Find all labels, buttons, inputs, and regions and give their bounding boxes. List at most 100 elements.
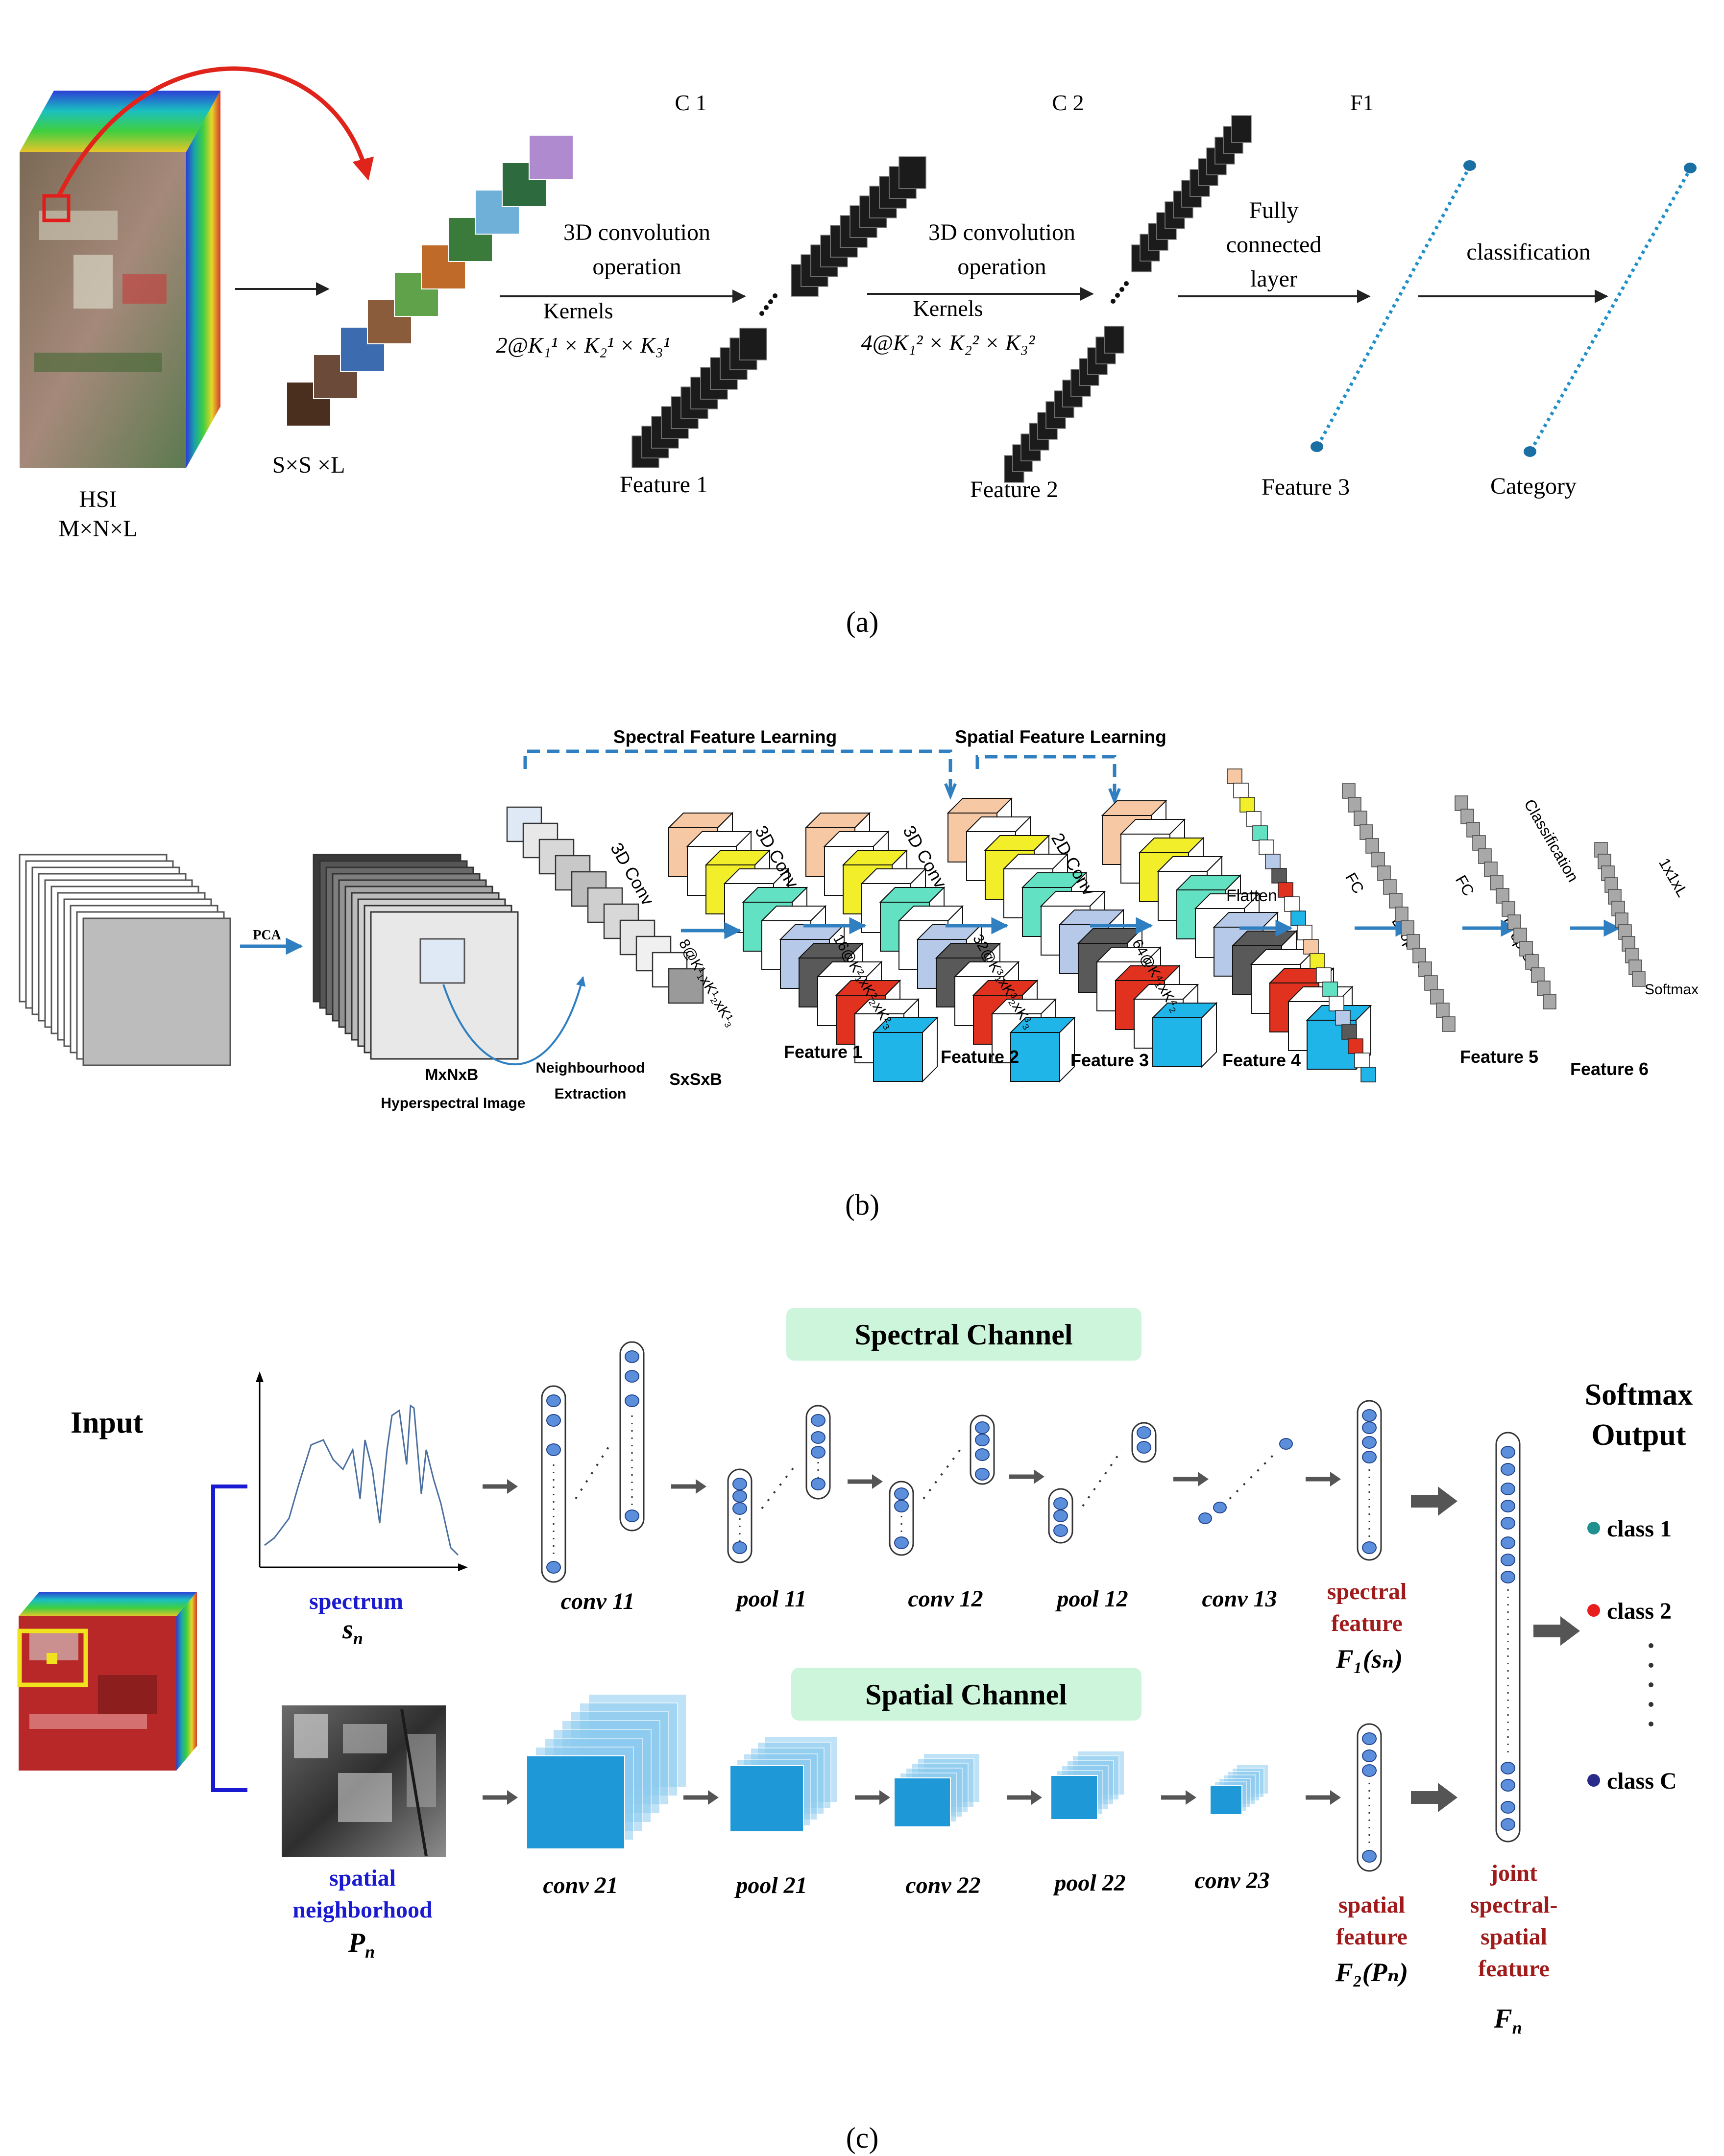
panel-b: PCA MxNxB Hyperspectral Image Neighbourh… (19, 727, 1699, 1221)
neuron-dot (811, 1478, 826, 1490)
neuron-dot (1198, 1512, 1212, 1524)
fc-cell (1537, 981, 1551, 996)
conv23-label: conv 23 (1194, 1868, 1269, 1893)
neuron-dot (625, 1370, 639, 1383)
feature-map (898, 156, 926, 189)
fc-cell (1472, 835, 1486, 851)
flow-arrow-head (1031, 1790, 1042, 1805)
mxnxb-label: MxNxB (425, 1066, 478, 1083)
spatial-channel-box (791, 1668, 1141, 1721)
feature-block-layer (729, 1765, 804, 1832)
feature2-label-b: Feature 2 (941, 1047, 1019, 1067)
flatten-cell (1303, 939, 1319, 955)
fc-cell (1418, 961, 1432, 977)
cube-front (1152, 1017, 1202, 1067)
neuron-dot (1501, 1762, 1515, 1774)
conv1-text-line1: 3D convolution (563, 219, 710, 245)
spatial-label-line2: neighborhood (292, 1897, 433, 1923)
fc-cell (1496, 888, 1509, 904)
pool21-label: pool 21 (734, 1872, 807, 1898)
neuron-dot (1362, 1764, 1377, 1777)
neuron-dot (1501, 1446, 1515, 1459)
fc-cell (1513, 928, 1527, 943)
classification-label-a: classification (1466, 239, 1590, 265)
pn-subscript: n (365, 1942, 375, 1962)
fc-cell (1348, 797, 1361, 813)
sn-label: sn (342, 1614, 363, 1648)
neuron-dot (975, 1434, 990, 1446)
conv-stage-2 (804, 812, 1076, 1083)
feature1-maps (631, 156, 926, 468)
flatten-cell (1278, 882, 1293, 898)
flatten-cell (1354, 1053, 1370, 1068)
flow-arrow-head (696, 1479, 706, 1494)
pool11-label: pool 11 (735, 1586, 807, 1612)
spectral-channel-label: Spectral Channel (854, 1318, 1072, 1351)
fc-text-line3: layer (1250, 266, 1297, 292)
hsi-dims-label: M×N×L (59, 516, 138, 542)
flatten-cell (1329, 996, 1344, 1011)
pn-main: P (348, 1928, 365, 1958)
sxsxb-stack (506, 806, 704, 1004)
fc-cell (1371, 852, 1385, 867)
fc-cell (1424, 975, 1438, 991)
neuron-dot (1053, 1524, 1068, 1537)
sxs-slice (668, 968, 704, 1004)
ellipsis-dot (759, 311, 764, 316)
spectrum-curve (264, 1404, 459, 1556)
classC-label: class C (1607, 1768, 1677, 1794)
neuron-dot (1501, 1779, 1515, 1792)
category-top-node (1684, 163, 1697, 173)
joint-line2: spectral- (1470, 1892, 1558, 1918)
panel-a: HSI M×N×L S×S ×L 3D convolution operatio… (20, 66, 1697, 638)
joint-line4: feature (1478, 1956, 1550, 1982)
flow-arrow-head (708, 1790, 719, 1805)
fc-cell (1389, 893, 1403, 909)
feature-block-layer (1050, 1775, 1098, 1820)
pca-label: PCA (253, 928, 281, 943)
fc-cell (1466, 822, 1480, 838)
fc-cell (1430, 989, 1444, 1005)
feature4-label-b: Feature 4 (1222, 1050, 1301, 1070)
fc-cell (1407, 934, 1420, 950)
conv2-text-line1: 3D convolution (928, 219, 1075, 245)
flow-arrow-head (1186, 1790, 1196, 1805)
fc2-label: FC (1452, 872, 1478, 899)
flatten-cell (1335, 1010, 1351, 1026)
big-arrow-head (1560, 1616, 1580, 1646)
spectral-bracket-arrowhead (944, 783, 957, 800)
fc-cell (1455, 795, 1468, 811)
pool12-label: pool 12 (1055, 1586, 1128, 1612)
flow-arrow-head (1034, 1469, 1044, 1484)
flatten-cell (1316, 967, 1332, 983)
fc-cell (1525, 954, 1539, 970)
hsi-cube-front (20, 152, 186, 468)
flatten-cell (1348, 1038, 1363, 1054)
spectral-channel-layers (483, 1341, 1580, 1872)
fc1-vector (1342, 783, 1456, 1032)
neuron-dot (625, 1509, 639, 1522)
neuron-dot (811, 1446, 826, 1459)
fc-cell (1543, 994, 1556, 1009)
neuron-dot (546, 1414, 561, 1427)
fc-cell (1436, 1003, 1450, 1018)
ellipsis-dot (764, 305, 769, 310)
hsi-cube (20, 91, 220, 468)
class2-dot (1587, 1604, 1600, 1617)
neuron-dot (1501, 1463, 1515, 1476)
vector-pill (1495, 1432, 1521, 1843)
feature-map (739, 328, 767, 360)
flow-arrow-head (1330, 1472, 1341, 1486)
flatten-cell (1341, 1024, 1357, 1040)
red-extraction-arrow (56, 66, 374, 197)
input-branch-bracket (211, 1485, 247, 1792)
fn-subscript: n (1512, 2018, 1522, 2037)
ellipsis-dot (1115, 293, 1120, 298)
fc-cell (1460, 809, 1474, 824)
neuron-dot (625, 1350, 639, 1363)
f2pn-label: F₂(Pₙ) (1335, 1958, 1408, 1987)
sxsxb-label: SxSxB (669, 1070, 722, 1089)
big-arrow-shaft (1411, 1495, 1438, 1508)
neuron-dot (546, 1561, 561, 1574)
fc-cell (1484, 862, 1498, 877)
